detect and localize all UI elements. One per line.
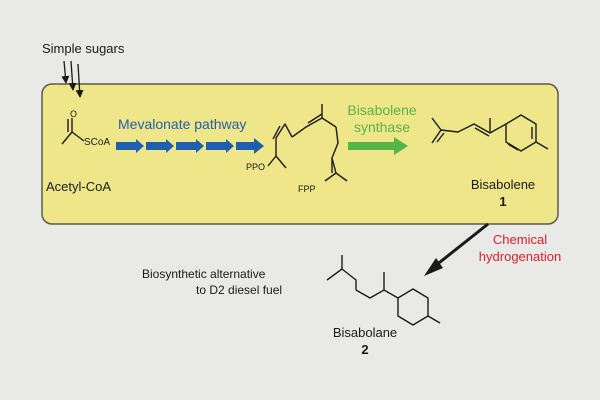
scoa-label: SCoA: [84, 137, 111, 148]
bisabolene-label: Bisabolene: [470, 177, 536, 192]
synthase-arrow: [348, 137, 408, 155]
hydrogenation-arrow: [429, 222, 489, 272]
fpp-label: FPP: [298, 184, 316, 194]
mevalonate-pathway-label: Mevalonate pathway: [118, 116, 247, 132]
bisabolene-structure: [431, 114, 549, 152]
acetyl-coa-label: Acetyl-CoA: [46, 179, 112, 194]
hydrogenation-label-line1: Chemical: [492, 232, 548, 247]
oxygen-label: O: [70, 109, 77, 119]
alternative-label-line2: to D2 diesel fuel: [196, 283, 283, 297]
bisabolane-structure: [326, 255, 441, 326]
mevalonate-arrow: [116, 138, 264, 154]
acetyl-coa-structure: [61, 118, 85, 145]
pathway-panel: [41, 83, 559, 225]
bisabolane-label: Bisabolane: [332, 325, 398, 340]
ppo-label: PPO: [246, 162, 266, 172]
synthase-label-line1: Bisabolene: [347, 102, 417, 118]
simple-sugars-label: Simple sugars: [42, 41, 125, 56]
alternative-label-line1: Biosynthetic alternative: [142, 267, 266, 281]
hydrogenation-label-line2: hydrogenation: [478, 249, 562, 264]
synthase-label-line2: synthase: [353, 119, 411, 135]
sugar-arrows: [61, 60, 84, 98]
fpp-structure: [267, 104, 348, 182]
bisabolane-number: 2: [361, 342, 369, 357]
bisabolene-number: 1: [499, 194, 507, 209]
hydrogenation-arrowhead: [424, 258, 443, 276]
